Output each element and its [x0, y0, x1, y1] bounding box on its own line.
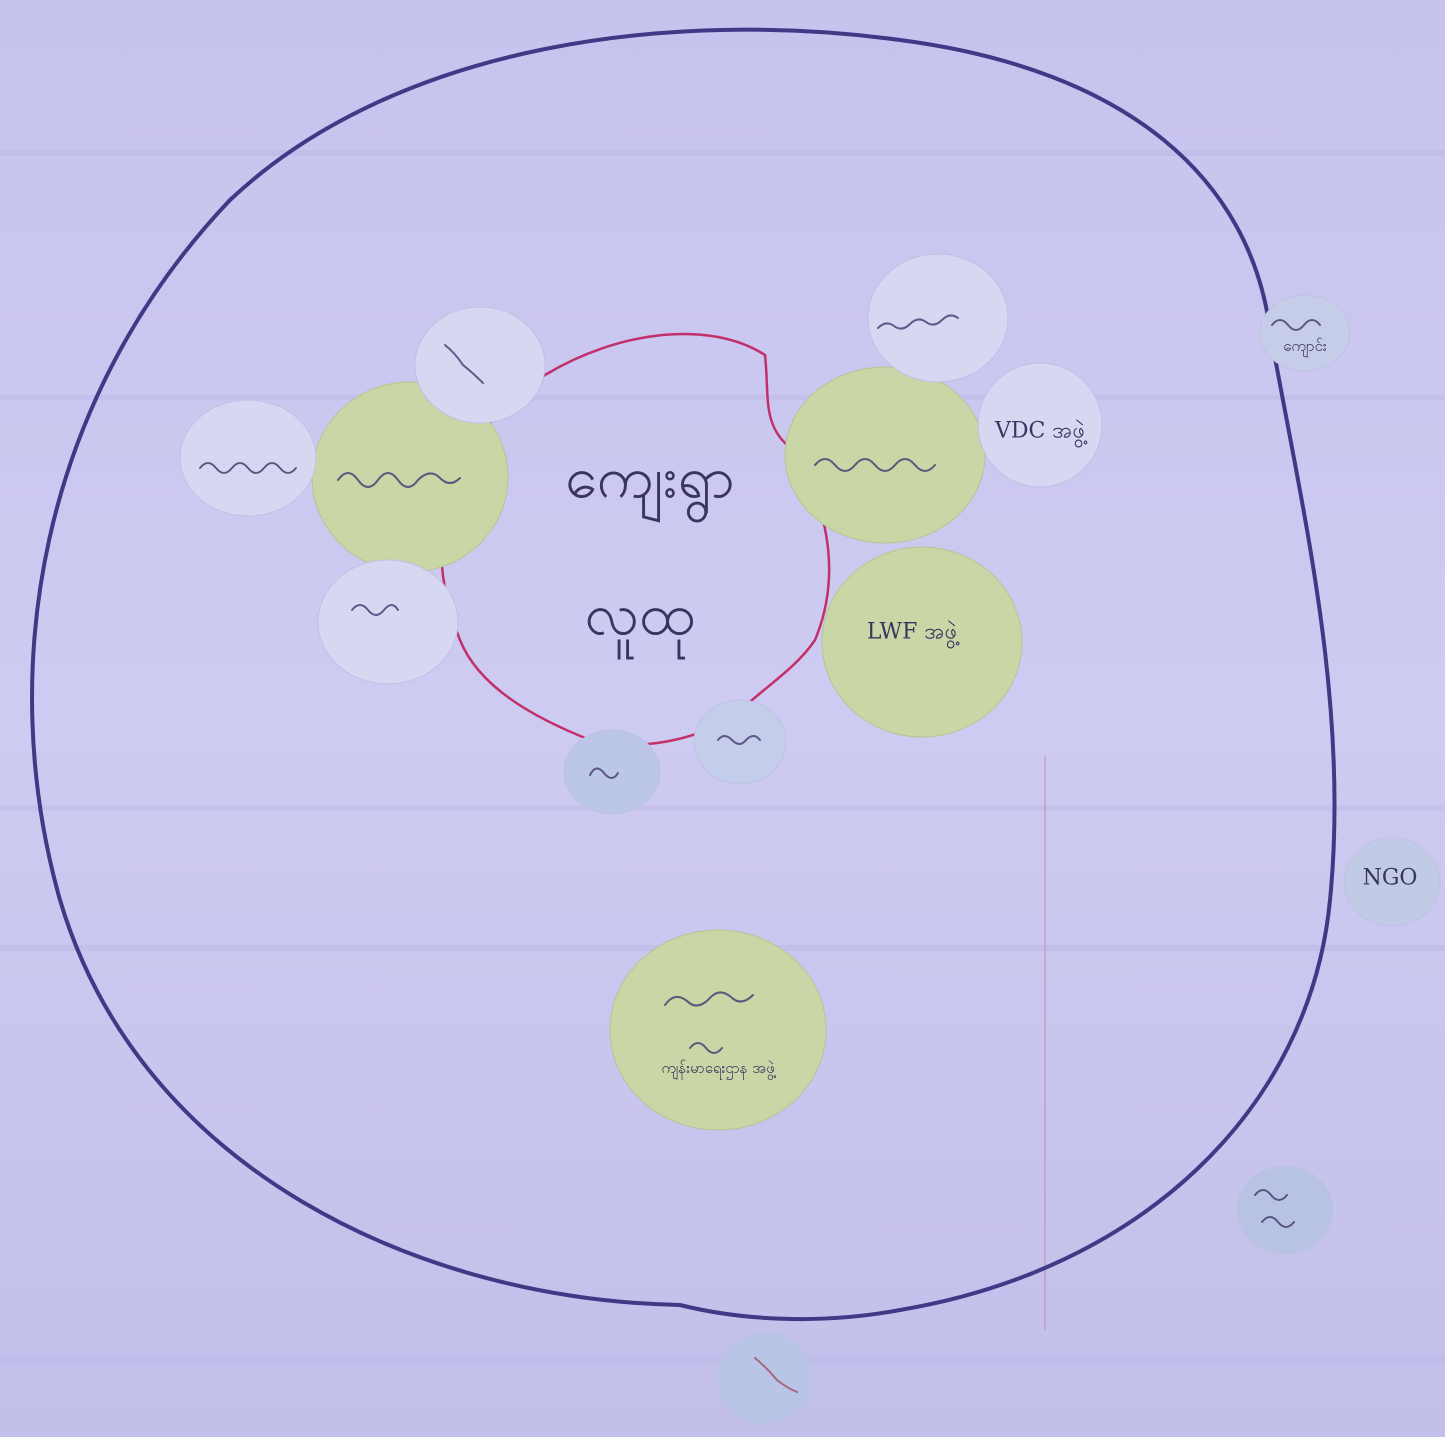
disc-top-right — [867, 253, 1009, 383]
scribbles — [199, 314, 1321, 1393]
school-label: ကျောင်း — [1283, 337, 1327, 355]
disc-ngo — [1343, 837, 1441, 927]
disc-far-left — [179, 399, 317, 517]
center-line1: ကျေးရွာ — [565, 443, 735, 512]
green-disc-right-top — [784, 366, 986, 544]
blue-discs — [179, 253, 1441, 1425]
disc-top-left — [414, 306, 546, 424]
disc-bottom-1 — [563, 729, 661, 815]
disc-bottom-2 — [693, 699, 787, 785]
middle-bottom-label: ကျန်းမာရေးဌာန အဖွဲ့ — [661, 1059, 775, 1077]
disc-left-bottom — [317, 559, 459, 685]
ngo-label: NGO — [1362, 865, 1418, 891]
green-discs — [311, 366, 1023, 1131]
disc-outside-bottom — [1236, 1165, 1334, 1255]
green-disc-right-bottom — [821, 546, 1023, 738]
outer-ring — [30, 27, 1337, 1322]
green-disc-bottom — [609, 929, 827, 1131]
disc-vdc — [977, 362, 1103, 488]
center-line2: လူထု — [584, 580, 696, 649]
vdc-label: VDC အဖွဲ့ — [994, 418, 1086, 444]
lwf-label: LWF အဖွဲ့ — [866, 619, 958, 645]
disc-outside-top — [1259, 294, 1351, 372]
disc-bottom-edge — [716, 1331, 814, 1425]
